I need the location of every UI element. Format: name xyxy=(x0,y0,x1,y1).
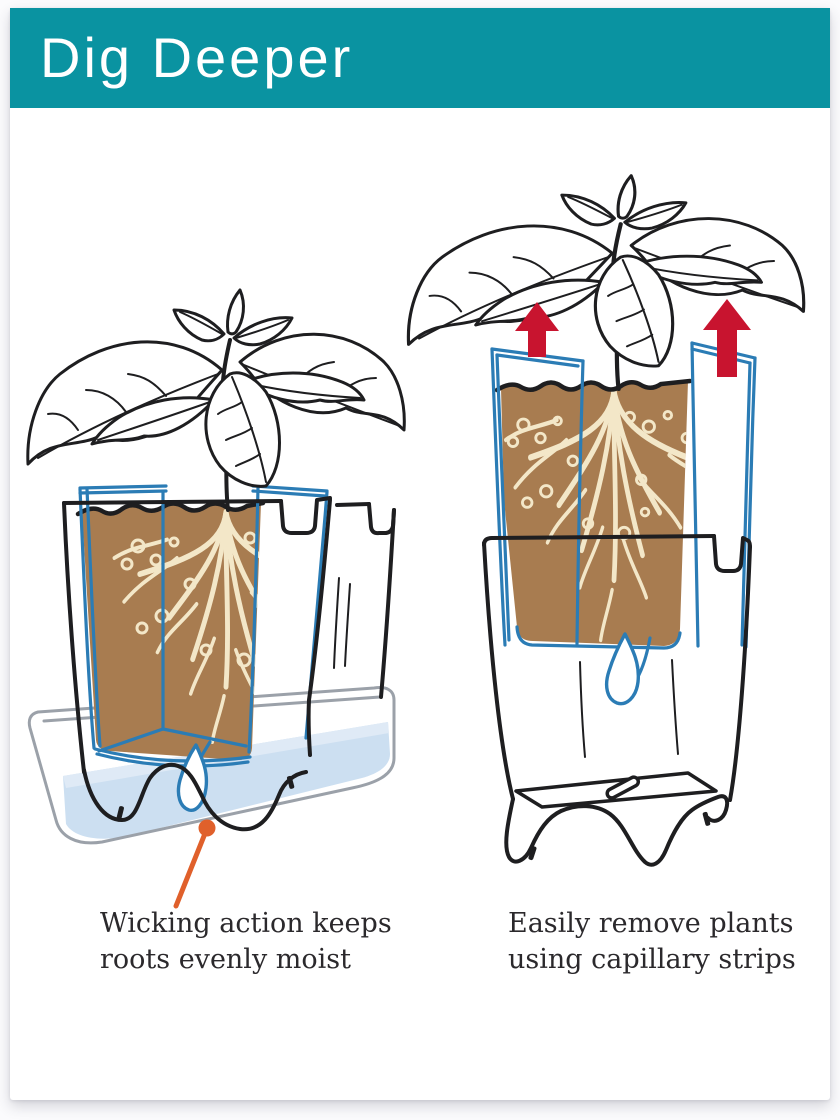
callout-line xyxy=(173,833,207,909)
callout xyxy=(173,819,216,909)
wick-teardrop xyxy=(604,632,641,706)
plant-line-art xyxy=(25,288,407,512)
soil-root-ball xyxy=(494,378,693,646)
page-title: Dig Deeper xyxy=(40,26,354,89)
pot-legs xyxy=(82,762,308,832)
up-arrow-icon xyxy=(515,302,559,357)
header-banner: Dig Deeper xyxy=(10,8,830,108)
planter-illustrations xyxy=(25,8,830,909)
right-illustration-removal xyxy=(408,176,803,867)
outer-pot xyxy=(482,534,752,867)
caption-wicking-line2: roots evenly moist xyxy=(100,944,351,975)
left-illustration-wicking xyxy=(25,288,407,909)
caption-wicking: Wicking action keeps roots evenly moist xyxy=(100,906,392,978)
up-arrow-icon xyxy=(703,299,751,377)
callout-dot xyxy=(198,819,216,837)
soil-root-ball xyxy=(75,500,266,760)
pot-legs xyxy=(504,794,730,867)
caption-wicking-line1: Wicking action keeps xyxy=(100,908,392,939)
caption-removal-line1: Easily remove plants xyxy=(508,908,794,939)
outer-pot xyxy=(62,496,396,832)
infographic-card: Dig Deeper xyxy=(10,8,830,1100)
capillary-strip-panels xyxy=(490,341,757,706)
caption-removal-line2: using capillary strips xyxy=(508,944,796,975)
caption-removal: Easily remove plants using capillary str… xyxy=(508,906,796,978)
